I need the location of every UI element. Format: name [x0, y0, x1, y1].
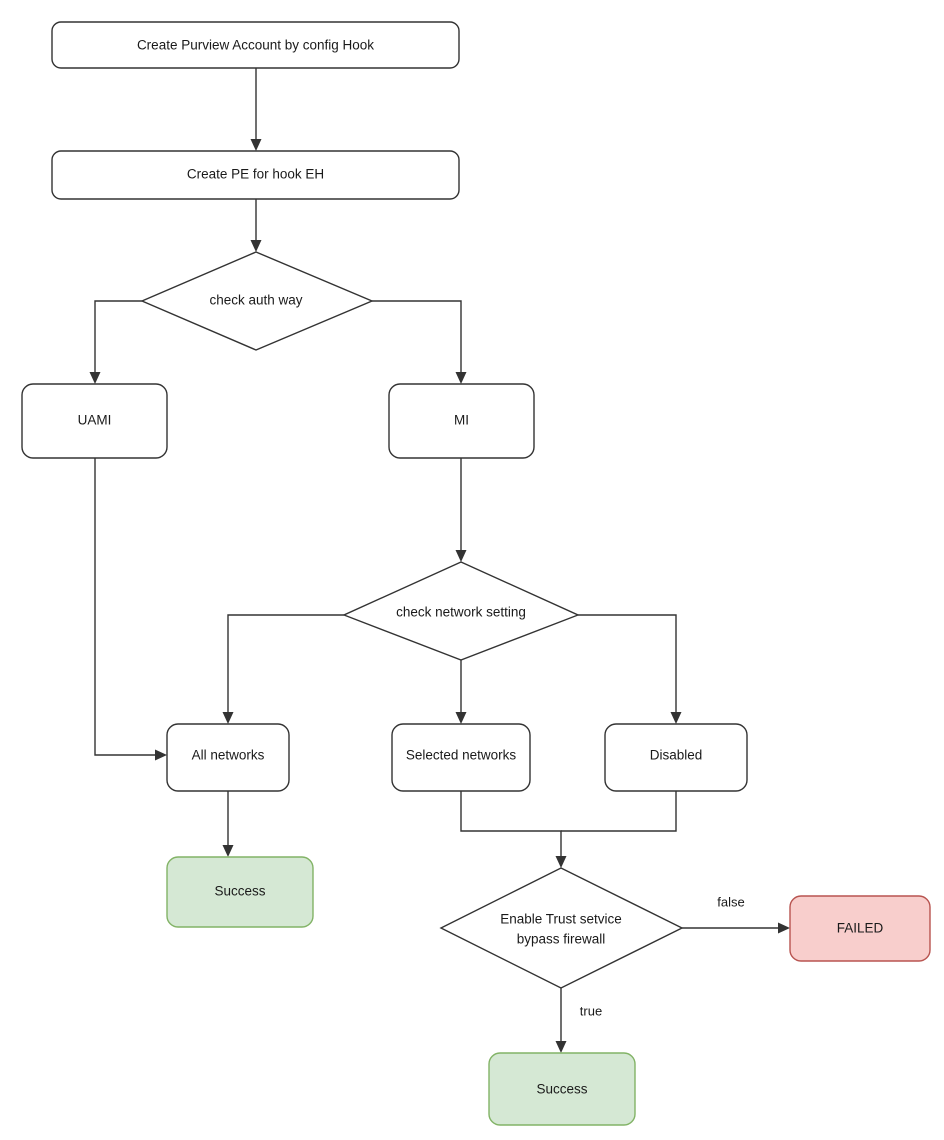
node-uami[interactable]: UAMI: [21, 383, 168, 459]
node-check-network-setting[interactable]: check network setting: [342, 561, 580, 661]
node-failed-label: FAILED: [837, 921, 884, 936]
node-success-all-networks[interactable]: Success: [166, 856, 314, 928]
node-create-purview-account-label: Create Purview Account by config Hook: [137, 38, 374, 53]
node-all-networks-box[interactable]: [166, 723, 290, 792]
node-mi-label: MI: [454, 413, 469, 428]
node-enable-trust-service-label-line2: bypass firewall: [517, 932, 606, 947]
edge-label-false: false: [717, 894, 744, 909]
node-success-all-networks-box[interactable]: [166, 856, 314, 928]
edge-all-networks-to-success: [222, 791, 234, 857]
node-success-trust-service-label: Success: [536, 1082, 587, 1097]
edge-check-auth-way-to-mi: [372, 300, 467, 384]
edge-selected-networks-to-enable-trust: [460, 791, 567, 868]
node-create-purview-account-box[interactable]: [51, 21, 460, 69]
edge-enable-trust-to-success-true: true: [555, 988, 602, 1053]
node-create-pe-hook-eh-label: Create PE for hook EH: [187, 167, 324, 182]
node-mi[interactable]: MI: [388, 383, 535, 459]
node-check-network-setting-label: check network setting: [396, 605, 526, 620]
edge-check-network-setting-to-all-networks: [222, 614, 344, 724]
node-success-trust-service[interactable]: Success: [488, 1052, 636, 1126]
node-all-networks[interactable]: All networks: [166, 723, 290, 792]
node-check-auth-way[interactable]: check auth way: [140, 251, 374, 351]
node-mi-box[interactable]: [388, 383, 535, 459]
edge-create-purview-to-create-pe: [250, 68, 262, 151]
node-check-network-setting-diamond[interactable]: [342, 561, 580, 661]
node-check-auth-way-label: check auth way: [209, 293, 302, 308]
node-failed-box[interactable]: [789, 895, 931, 962]
edge-check-auth-way-to-uami: [89, 300, 142, 384]
node-all-networks-label: All networks: [192, 748, 265, 763]
node-selected-networks-box[interactable]: [391, 723, 531, 792]
edge-check-network-setting-to-selected-networks: [455, 660, 467, 724]
node-enable-trust-service-diamond[interactable]: [439, 867, 684, 989]
node-create-pe-hook-eh[interactable]: Create PE for hook EH: [51, 150, 460, 200]
edge-mi-to-check-network-setting: [455, 458, 467, 562]
node-success-all-networks-label: Success: [214, 884, 265, 899]
node-selected-networks[interactable]: Selected networks: [391, 723, 531, 792]
edge-disabled-to-enable-trust: [561, 791, 677, 832]
node-enable-trust-service-label-line1: Enable Trust setvice: [500, 912, 622, 927]
node-uami-box[interactable]: [21, 383, 168, 459]
edge-check-network-setting-to-disabled: [578, 614, 682, 724]
node-create-purview-account[interactable]: Create Purview Account by config Hook: [51, 21, 460, 69]
node-success-trust-service-box[interactable]: [488, 1052, 636, 1126]
node-create-pe-hook-eh-box[interactable]: [51, 150, 460, 200]
edge-uami-to-all-networks: [94, 458, 167, 761]
node-check-auth-way-diamond[interactable]: [140, 251, 374, 351]
node-uami-label: UAMI: [78, 413, 112, 428]
node-disabled-box[interactable]: [604, 723, 748, 792]
node-disabled[interactable]: Disabled: [604, 723, 748, 792]
node-enable-trust-service-bypass-firewall[interactable]: Enable Trust setvice bypass firewall: [439, 867, 684, 989]
node-failed[interactable]: FAILED: [789, 895, 931, 962]
edge-label-true: true: [580, 1003, 602, 1018]
edge-create-pe-to-check-auth-way: [250, 199, 262, 252]
node-disabled-label: Disabled: [650, 748, 703, 763]
node-selected-networks-label: Selected networks: [406, 748, 517, 763]
edge-enable-trust-to-failed-false: false: [682, 894, 790, 934]
